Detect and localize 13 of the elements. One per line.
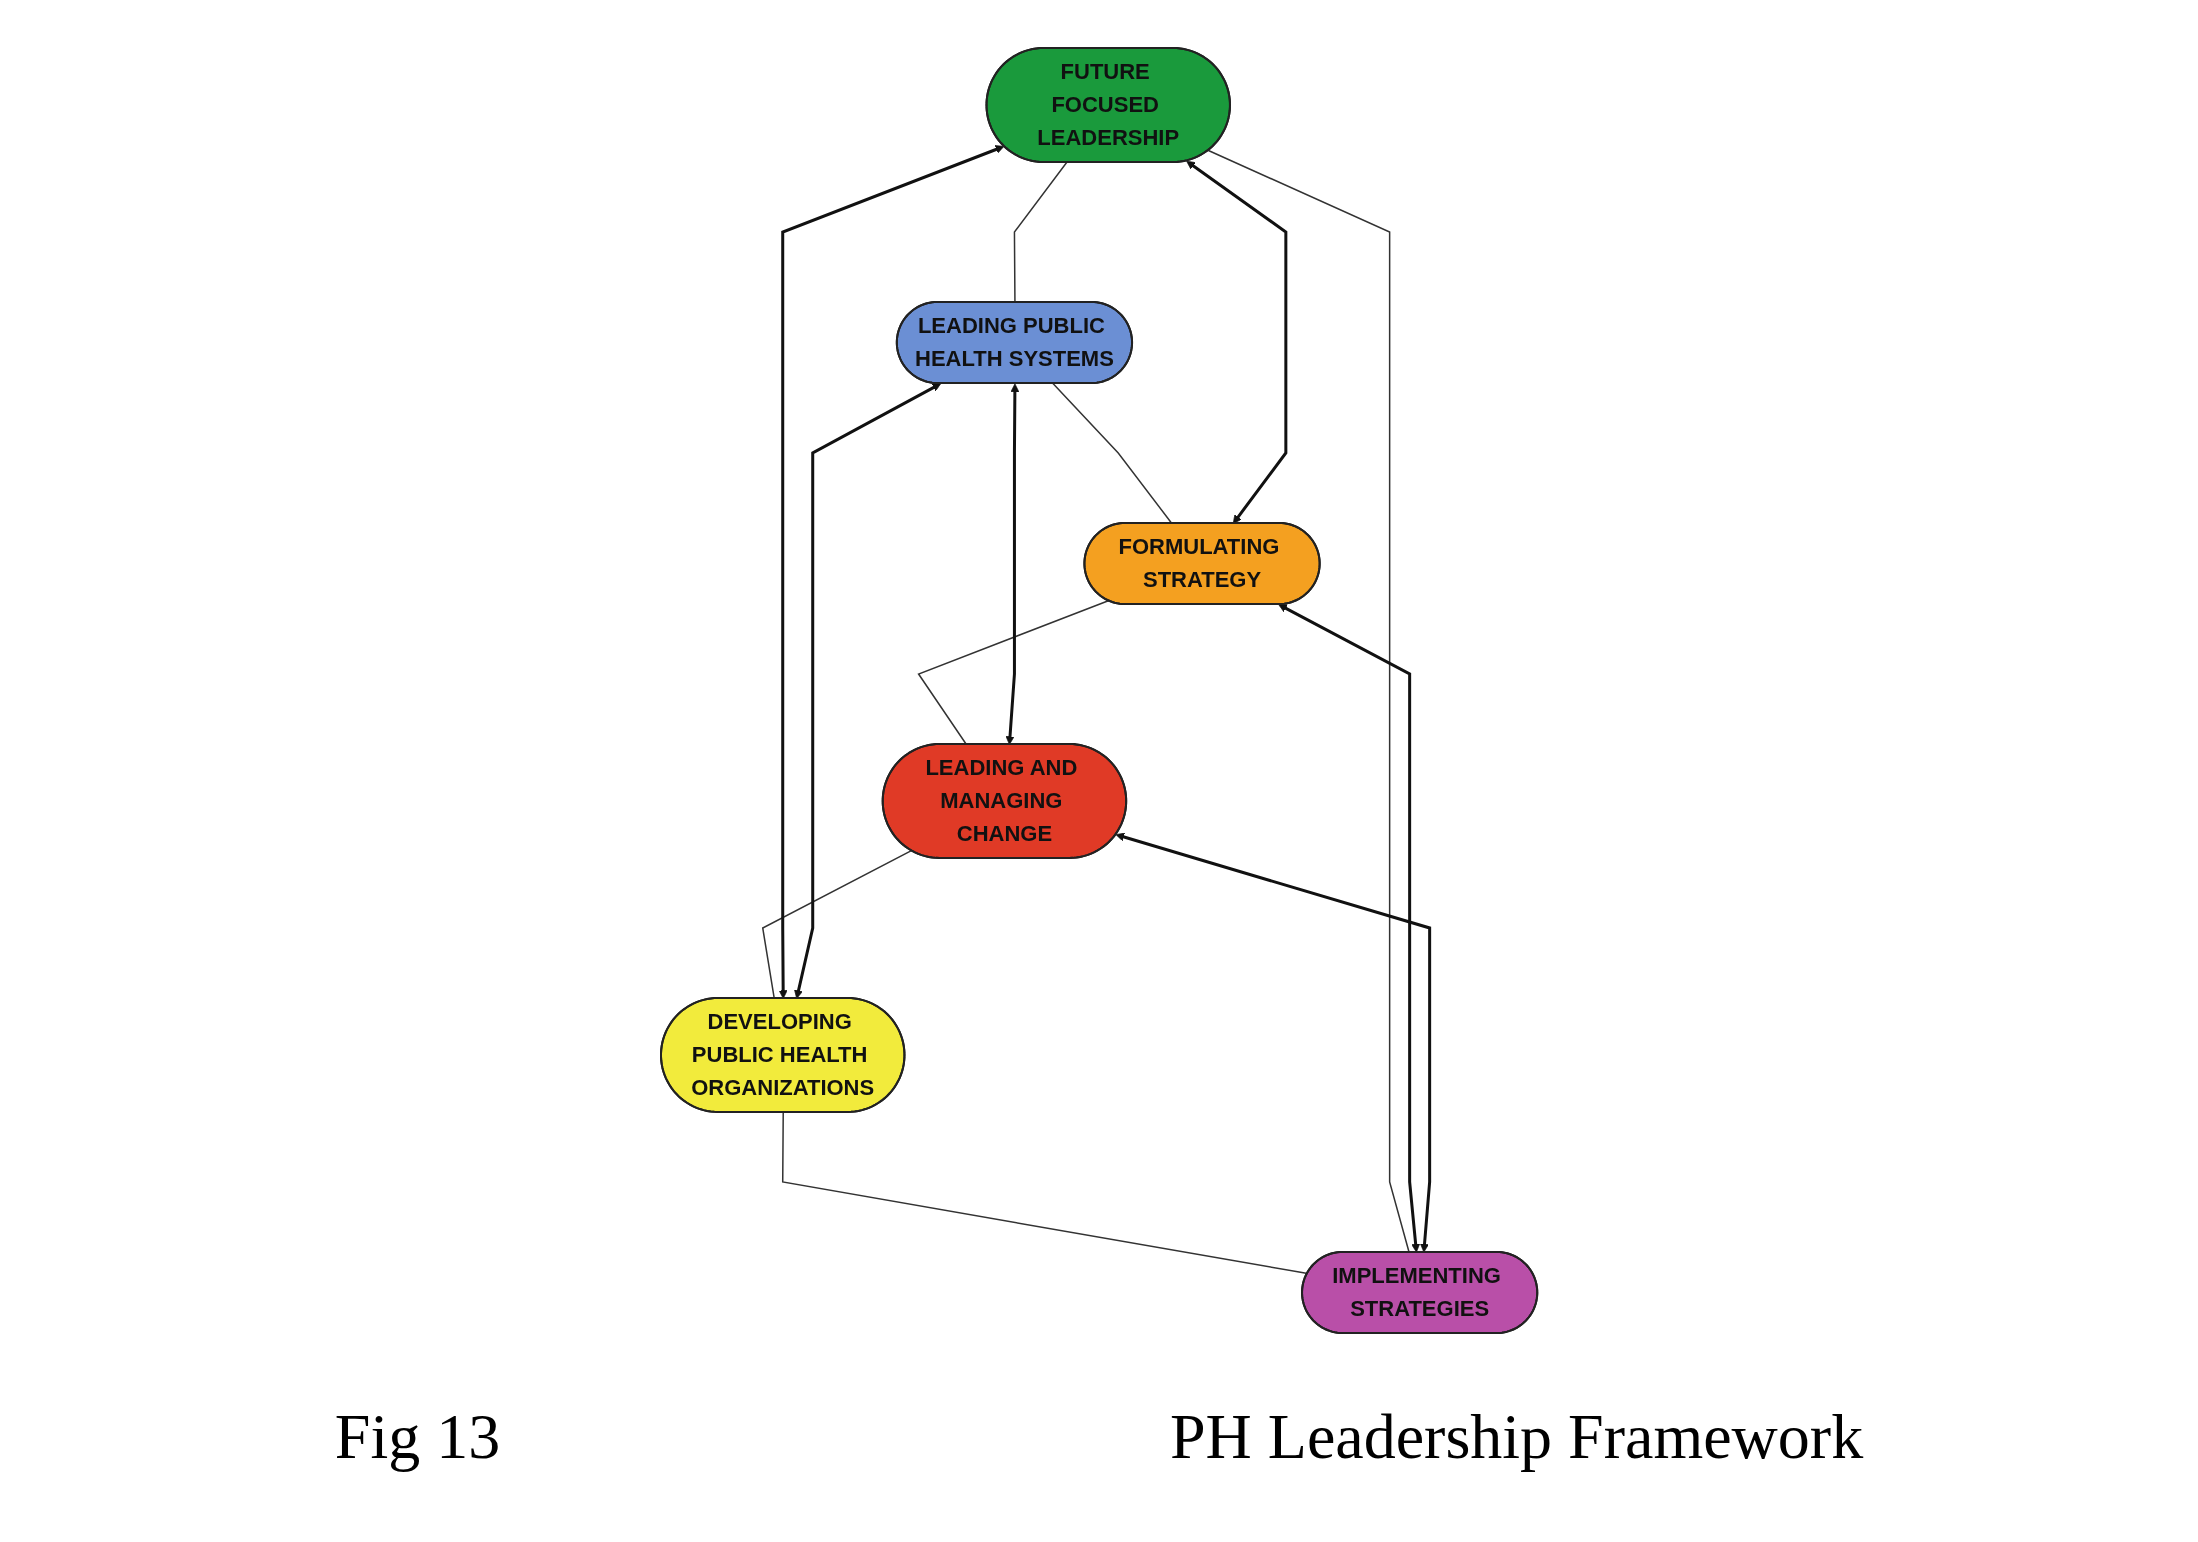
figure-number: Fig 13 <box>334 1400 501 1474</box>
arrow <box>1115 832 1431 1252</box>
connector <box>1207 149 1410 1253</box>
arrow <box>1005 383 1020 745</box>
arrow <box>1278 603 1420 1252</box>
connector <box>761 849 912 999</box>
connector <box>917 599 1109 745</box>
arrow <box>794 382 941 999</box>
connector <box>1052 382 1173 524</box>
connector <box>1013 161 1068 303</box>
arrow <box>778 144 1005 999</box>
arrow <box>1186 160 1288 524</box>
caption: PH Leadership Framework <box>1169 1400 1864 1474</box>
